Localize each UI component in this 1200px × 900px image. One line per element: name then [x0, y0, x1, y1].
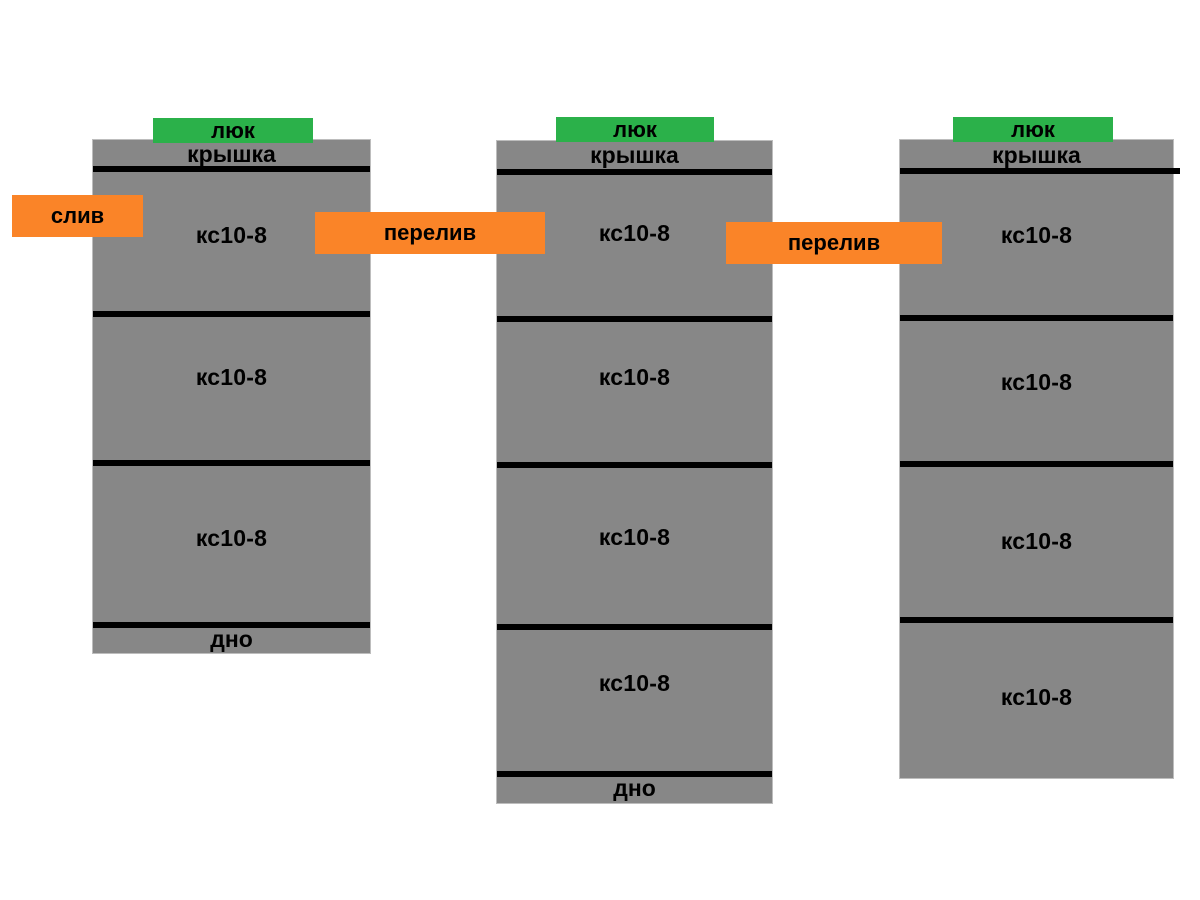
- well-2-hatch-label: люк: [613, 116, 657, 142]
- well-2-joint-ring-1-2: [497, 316, 772, 322]
- overflow-pipe-2-label: перелив: [787, 230, 881, 255]
- well-1-joint-ring-1-2: [93, 311, 370, 317]
- well-3-joint-cover: [900, 168, 1180, 174]
- well-3-joint-ring-1-2: [900, 315, 1173, 321]
- well-2-joint-cover: [497, 169, 772, 175]
- well-2-cover-label: крышка: [590, 142, 679, 168]
- well-1-bottom-label: дно: [210, 626, 253, 652]
- well-1-ring-1-label: кс10-8: [195, 222, 268, 248]
- well-3-cover-label: крышка: [992, 142, 1081, 168]
- well-1-cover-label: крышка: [187, 141, 276, 167]
- well-2-joint-ring-2-3: [497, 462, 772, 468]
- well-1-joint-cover: [93, 166, 370, 172]
- well-1-ring-2-label: кс10-8: [195, 364, 268, 390]
- well-3-ring-2-label: кс10-8: [1000, 369, 1073, 395]
- well-1-hatch[interactable]: люк: [153, 118, 313, 143]
- well-3-joint-ring-3-4: [900, 617, 1173, 623]
- overflow-pipe-1-label: перелив: [383, 220, 477, 245]
- well-2-joint-ring-3-4: [497, 624, 772, 630]
- well-2-ring-4-label: кс10-8: [598, 670, 671, 696]
- well-1-joint-ring-2-3: [93, 460, 370, 466]
- well-1-hatch-label: люк: [211, 117, 255, 143]
- well-2-ring-1-label: кс10-8: [598, 220, 671, 246]
- well-2-ring-2-label: кс10-8: [598, 364, 671, 390]
- drain-pipe-label: слив: [50, 203, 105, 228]
- well-3-hatch-label: люк: [1011, 116, 1055, 142]
- well-1-ring-3-label: кс10-8: [195, 525, 268, 551]
- well-3-ring-4-label: кс10-8: [1000, 684, 1073, 710]
- well-3-ring-3-label: кс10-8: [1000, 528, 1073, 554]
- well-2-hatch[interactable]: люк: [556, 117, 714, 142]
- well-2-joint-bottom: [497, 771, 772, 777]
- well-3-ring-1-label: кс10-8: [1000, 222, 1073, 248]
- drain-inlet-pipe[interactable]: слив: [12, 195, 143, 237]
- overflow-pipe-2-3[interactable]: перелив: [726, 222, 942, 264]
- well-filter: [900, 140, 1173, 778]
- well-2-bottom-label: дно: [613, 775, 656, 801]
- well-2-ring-3-label: кс10-8: [598, 524, 671, 550]
- overflow-pipe-1-2[interactable]: перелив: [315, 212, 545, 254]
- well-3-joint-ring-2-3: [900, 461, 1173, 467]
- well-3-hatch[interactable]: люк: [953, 117, 1113, 142]
- well-1-joint-bottom: [93, 622, 370, 628]
